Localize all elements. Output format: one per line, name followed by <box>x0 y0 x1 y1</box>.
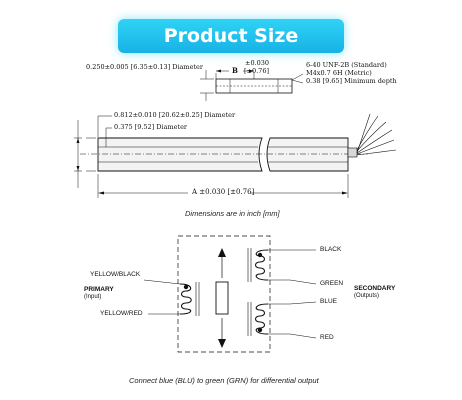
yellow-black-label: YELLOW/BLACK <box>90 271 141 278</box>
lead-wires <box>356 113 397 156</box>
yellow-red-label: YELLOW/RED <box>100 310 143 317</box>
dimensions-caption: Dimensions are in inch [mm] <box>185 209 280 218</box>
arrow-down-icon <box>218 339 226 348</box>
inner-diameter-label: 0.375 [9.52] Diameter <box>114 123 188 131</box>
b-tolerance-2: [±0.76] <box>244 67 269 75</box>
arrow-up-icon <box>218 248 226 257</box>
green-label: GREEN <box>320 280 344 287</box>
main-body <box>80 137 368 172</box>
black-label: BLACK <box>320 246 342 253</box>
a-dimension-label: A ±0.030 [±0.76] <box>192 188 255 196</box>
small-diameter-label: 0.250±0.005 [6.35±0.13] Diameter <box>86 63 203 71</box>
b-tolerance-1: ±0.030 <box>245 59 270 67</box>
b-dimension-label: B <box>232 66 238 75</box>
primary-sub-label: (Input) <box>84 294 102 300</box>
primary-label: PRIMARY <box>84 286 114 293</box>
core <box>215 281 229 315</box>
thread-depth-label: 0.38 [9.65] Minimum depth <box>306 77 397 85</box>
secondary-label: SECONDARY <box>354 285 396 292</box>
secondary-sub-label: (Outputs) <box>354 293 380 299</box>
product-size-banner: Product Size <box>118 19 344 53</box>
red-label: RED <box>320 334 334 341</box>
blue-label: BLUE <box>320 298 337 305</box>
thread-metric-label: M4x0.7 6H (Metric) <box>306 69 372 77</box>
primary-coil <box>179 283 192 315</box>
body-diameter-label: 0.812±0.010 [20.62±0.25] Diameter <box>114 111 236 119</box>
thread-standard-label: 6-40 UNF-2B (Standard) <box>306 61 387 69</box>
secondary-coil-lower <box>254 303 269 335</box>
wiring-caption: Connect blue (BLU) to green (GRN) for di… <box>129 376 319 385</box>
banner-strip: Product Size <box>0 0 462 60</box>
wiring-schematic <box>143 235 317 353</box>
